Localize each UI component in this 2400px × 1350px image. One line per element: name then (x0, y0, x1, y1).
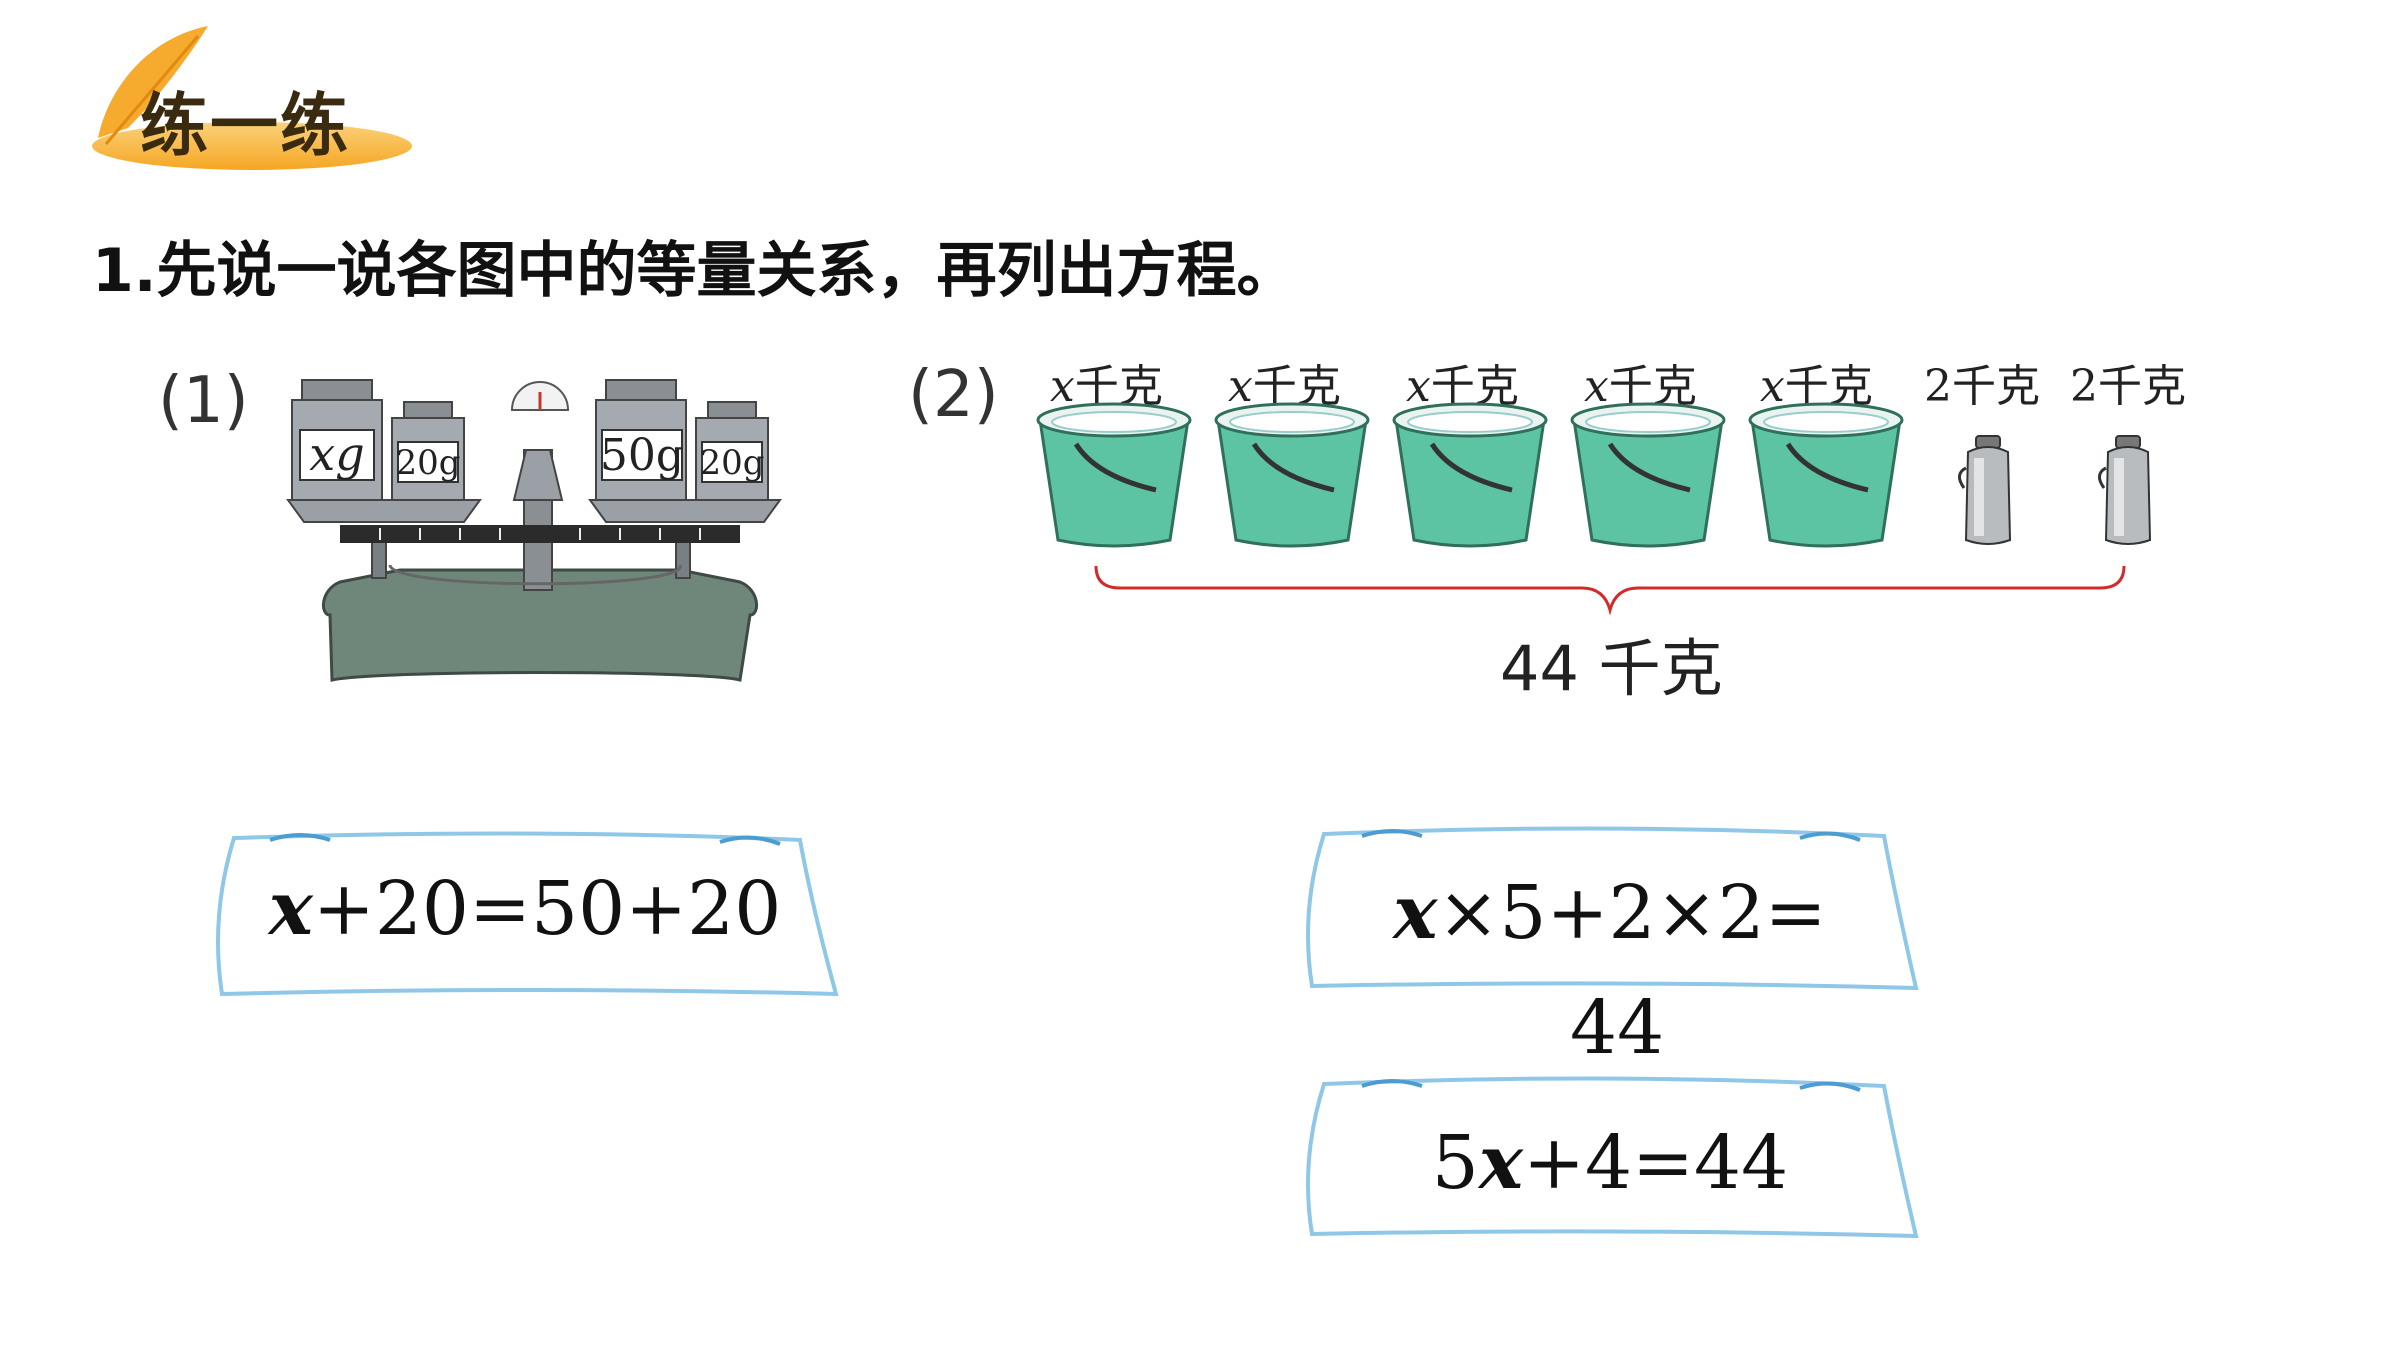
milk-can-icon-1 (1957, 434, 2012, 546)
equation-2b: 5x+4=44 (1431, 1120, 1789, 1206)
equation-2a-continued: 44 (1570, 985, 1665, 1071)
question-text: 1.先说一说各图中的等量关系，再列出方程。 (92, 236, 1297, 306)
bucket-icon-1 (1038, 404, 1190, 546)
equation-card-1: x+20=50+20 (210, 826, 840, 1006)
equation-card-2a: x×5+2×2= (1300, 820, 1920, 1000)
total-brace (1094, 565, 2126, 616)
section-title: 练一练 (140, 87, 351, 166)
equation-2a: x×5+2×2= (1393, 870, 1827, 956)
weight-label-x: xg (309, 427, 364, 481)
equation-1: x+20=50+20 (268, 866, 782, 952)
equation-card-2b: 5x+4=44 (1300, 1070, 1920, 1248)
milk-can-icon-2 (2097, 434, 2152, 546)
weight-label-20g-right: 20g (699, 443, 764, 483)
bucket-icon-4 (1572, 404, 1724, 546)
weight-label-20g-left: 20g (395, 443, 460, 483)
problem-1-label: (1) (158, 364, 249, 438)
section-badge: 练一练 (88, 18, 418, 178)
badge-underlay (92, 122, 412, 170)
bucket-icon-5 (1750, 404, 1902, 546)
feather-icon (98, 26, 208, 145)
can-caption-2: 2千克 (2070, 361, 2186, 412)
weight-label-50g: 50g (600, 430, 684, 481)
bucket-icon-2 (1216, 404, 1368, 546)
total-weight-label: 44 千克 (1500, 632, 1723, 705)
problem-2-label: (2) (908, 358, 999, 432)
balance-scale: xg 20g 50g 20g (286, 379, 782, 682)
bucket-icon-3 (1394, 404, 1546, 546)
can-caption-1: 2千克 (1924, 361, 2040, 412)
buckets-row (1030, 400, 2152, 550)
